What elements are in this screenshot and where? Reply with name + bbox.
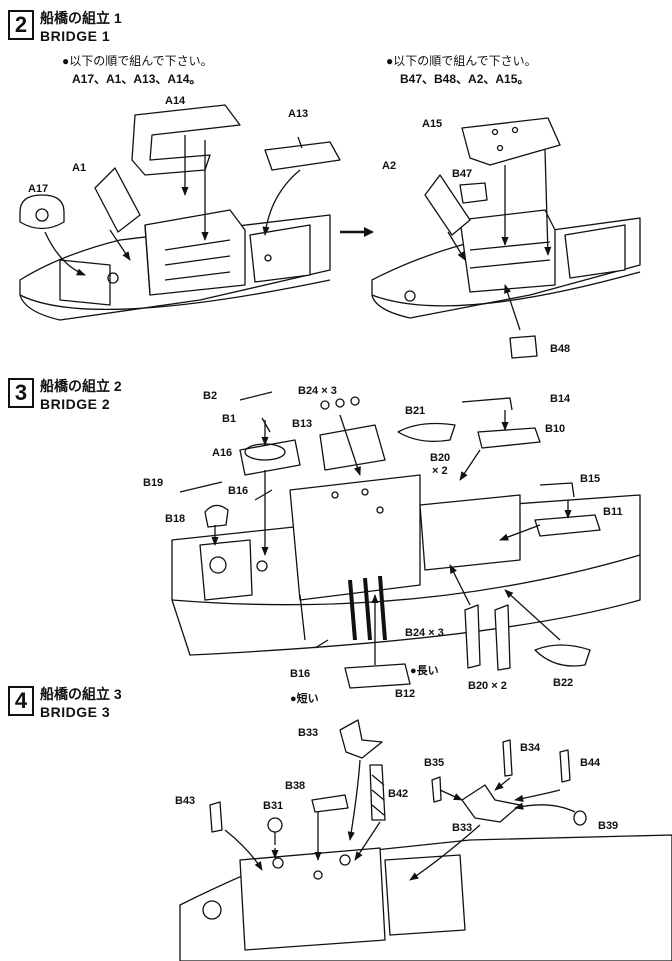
step-title-jp: 船橋の組立 2	[40, 378, 122, 394]
part-label: B20 × 2	[468, 680, 507, 692]
part-label: B10	[545, 423, 566, 435]
part-label: B13	[292, 418, 313, 430]
part-label: B21	[405, 405, 426, 417]
part-label: B34	[520, 742, 541, 754]
part-label: B2	[203, 390, 218, 402]
part-label: A13	[288, 108, 309, 120]
part-label: B22	[553, 677, 574, 689]
part-label: B31	[263, 800, 284, 812]
part-label: × 2	[432, 465, 448, 477]
length-note: ●短い	[290, 693, 319, 705]
part-label: B24 × 3	[405, 627, 444, 639]
order-note: ●以下の順で組んで下さい。	[386, 54, 537, 68]
length-note: ●長い	[410, 665, 439, 677]
part-label: B47	[452, 168, 473, 180]
part-label: B24 × 3	[298, 385, 337, 397]
part-label: B19	[143, 477, 164, 489]
order-note: ●以下の順で組んで下さい。	[62, 54, 213, 68]
part-label: A17	[28, 183, 49, 195]
part-label: A1	[72, 162, 87, 174]
part-label: A14	[165, 95, 186, 107]
step-title-jp: 船橋の組立 3	[40, 686, 122, 702]
part-label: B33	[452, 822, 473, 834]
step-number: 3	[8, 378, 34, 408]
part-label: B43	[175, 795, 196, 807]
part-label: B48	[550, 343, 571, 355]
part-label: B16	[290, 668, 311, 680]
part-label: B20	[430, 452, 451, 464]
step2-left-assembly	[19, 104, 341, 321]
part-label: A2	[382, 160, 397, 172]
step-title-en: BRIDGE 3	[40, 704, 111, 720]
part-label: A15	[422, 118, 443, 130]
step-number: 2	[8, 10, 34, 40]
step2-right-assembly	[371, 117, 641, 359]
part-label: B42	[388, 788, 409, 800]
step-title-en: BRIDGE 2	[40, 396, 111, 412]
step3-assembly	[171, 391, 641, 689]
part-label: B14	[550, 393, 571, 405]
part-label: B35	[424, 757, 445, 769]
part-label: B11	[603, 506, 623, 518]
part-label: A16	[212, 447, 233, 459]
part-label: B18	[165, 513, 186, 525]
part-label: B16	[228, 485, 249, 497]
part-label: B1	[222, 413, 237, 425]
order-sequence: B47、B48、A2、A15。	[400, 72, 530, 86]
step-number: 4	[8, 686, 34, 716]
step-title-en: BRIDGE 1	[40, 28, 111, 44]
order-sequence: A17、A1、A13、A14。	[72, 72, 202, 86]
part-label: B39	[598, 820, 619, 832]
part-label: B38	[285, 780, 306, 792]
step-title-jp: 船橋の組立 1	[40, 10, 122, 26]
part-label: B44	[580, 757, 601, 769]
step4-assembly	[179, 719, 672, 961]
part-label: B33	[298, 727, 319, 739]
part-label: B15	[580, 473, 601, 485]
part-label: B12	[395, 688, 416, 700]
